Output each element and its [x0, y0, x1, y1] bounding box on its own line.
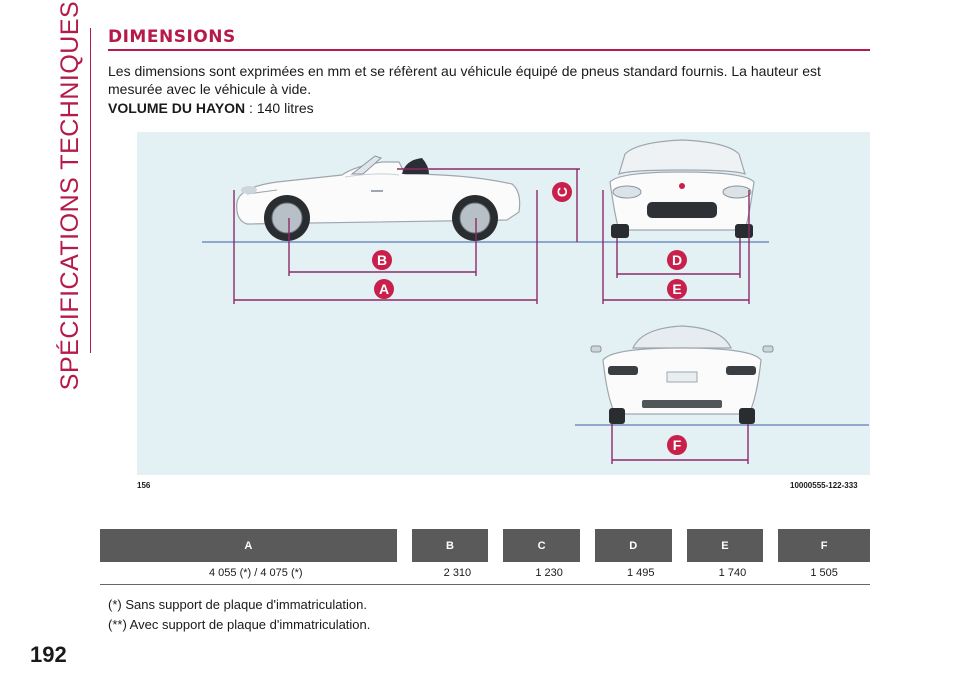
- section-title-text: SPÉCIFICATIONS TECHNIQUES: [56, 0, 85, 390]
- page-number: 192: [30, 642, 67, 667]
- car-rear-view: [590, 325, 774, 424]
- badge-d-label: D: [672, 252, 682, 268]
- table-header-a: A: [100, 529, 412, 562]
- badge-a-label: A: [379, 281, 389, 297]
- table-cell-a: 4 055 (*) / 4 075 (*): [100, 562, 412, 585]
- badge-a: A: [374, 279, 394, 299]
- table-header-d: D: [594, 529, 687, 562]
- figure-code: 10000555-122-333: [790, 481, 858, 490]
- table-header-b: B: [411, 529, 504, 562]
- trunk-volume-line: VOLUME DU HAYON : 140 litres: [108, 100, 314, 116]
- section-title-vertical: SPÉCIFICATIONS TECHNIQUES: [54, 0, 88, 389]
- table-cell-b: 2 310: [411, 562, 504, 585]
- badge-c: C: [552, 182, 572, 202]
- badge-f-label: F: [673, 437, 682, 453]
- badge-e-label: E: [672, 281, 681, 297]
- dimensions-table: A B C D E F 4 055 (*) / 4 075 (*) 2 310 …: [100, 529, 870, 585]
- table-cell-c: 1 230: [503, 562, 595, 585]
- badge-b-label: B: [377, 252, 387, 268]
- table-header-e: E: [686, 529, 779, 562]
- table-header-f: F: [778, 529, 870, 562]
- table-row: 4 055 (*) / 4 075 (*) 2 310 1 230 1 495 …: [100, 562, 870, 585]
- badge-b: B: [372, 250, 392, 270]
- dimension-diagram: A B C D E F: [202, 139, 869, 464]
- intro-paragraph: Les dimensions sont exprimées en mm et s…: [108, 63, 821, 97]
- figure-number: 156: [137, 481, 151, 490]
- table-cell-f: 1 505: [778, 562, 870, 585]
- badge-f: F: [667, 435, 687, 455]
- footnote-single-asterisk: (*) Sans support de plaque d'immatricula…: [108, 597, 368, 612]
- table-header-c: C: [503, 529, 595, 562]
- badge-e: E: [667, 279, 687, 299]
- trunk-volume-value: : 140 litres: [245, 100, 314, 116]
- car-front-view: [609, 139, 755, 238]
- section-divider: [90, 28, 91, 353]
- page-heading: DIMENSIONS: [108, 27, 870, 51]
- badge-d: D: [667, 250, 687, 270]
- trunk-volume-label: VOLUME DU HAYON: [108, 100, 246, 116]
- badge-c-label: C: [554, 187, 570, 197]
- table-cell-d: 1 495: [594, 562, 687, 585]
- table-header-row: A B C D E F: [100, 529, 870, 562]
- footnote-double-asterisk: (**) Avec support de plaque d'immatricul…: [108, 617, 371, 632]
- heading-title: DIMENSIONS: [108, 27, 236, 47]
- dimension-figure: A B C D E F: [137, 132, 870, 475]
- dimension-lines: [233, 168, 750, 464]
- table-cell-e: 1 740: [686, 562, 779, 585]
- car-side-view: [236, 155, 521, 241]
